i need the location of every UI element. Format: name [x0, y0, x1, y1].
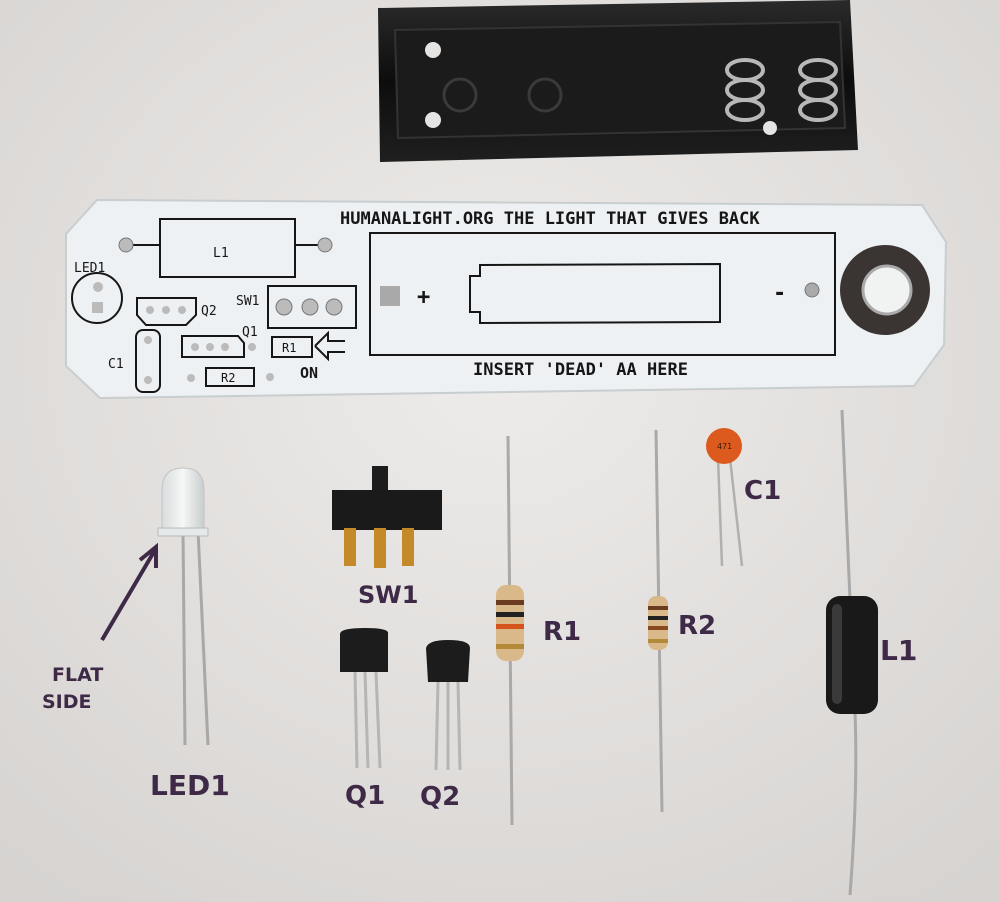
battery-outline — [369, 232, 836, 356]
label-r2: R2 — [678, 611, 716, 641]
inductor-l1 — [826, 409, 878, 896]
pcb-board: HUMANALIGHT.ORG THE LIGHT THAT GIVES BAC… — [65, 198, 948, 400]
label-r1: R1 — [543, 617, 581, 647]
label-side: SIDE — [42, 691, 92, 713]
resistor-r2 — [648, 429, 668, 813]
ceramic-capacitor-c1: 471 — [706, 428, 744, 567]
minus-label: - — [773, 281, 786, 306]
transistor-q1 — [340, 628, 389, 769]
capacitor-marking: 471 — [717, 442, 732, 451]
label-l1: L1 — [880, 634, 917, 667]
label-led1: LED1 — [150, 769, 230, 802]
silk-r2: R2 — [221, 371, 235, 385]
silk-on: ON — [300, 364, 318, 382]
label-c1: C1 — [744, 476, 781, 506]
pcb-title: HUMANALIGHT.ORG THE LIGHT THAT GIVES BAC… — [340, 209, 760, 229]
aa-battery-holder — [378, 0, 858, 162]
label-flat: FLAT — [52, 664, 103, 686]
battery-instruction: INSERT 'DEAD' AA HERE — [473, 360, 688, 380]
resistor-r1 — [496, 435, 524, 826]
transistor-q2 — [426, 640, 470, 771]
label-q2: Q2 — [420, 782, 460, 812]
label-sw1: SW1 — [358, 581, 418, 609]
label-q1: Q1 — [345, 781, 385, 811]
arrow-icon — [100, 542, 158, 642]
silk-q1: Q1 — [242, 325, 258, 340]
plus-label: + — [417, 285, 430, 310]
slide-switch-component — [332, 466, 442, 568]
battery-spring — [725, 58, 838, 122]
silk-l1: L1 — [213, 246, 229, 261]
silk-sw1: SW1 — [236, 294, 259, 309]
led-component — [157, 467, 210, 746]
mounting-hole — [840, 245, 930, 335]
silk-c1: C1 — [108, 357, 124, 372]
silk-q2: Q2 — [201, 304, 217, 319]
silk-r1: R1 — [282, 341, 296, 355]
plus-pad — [380, 286, 400, 306]
